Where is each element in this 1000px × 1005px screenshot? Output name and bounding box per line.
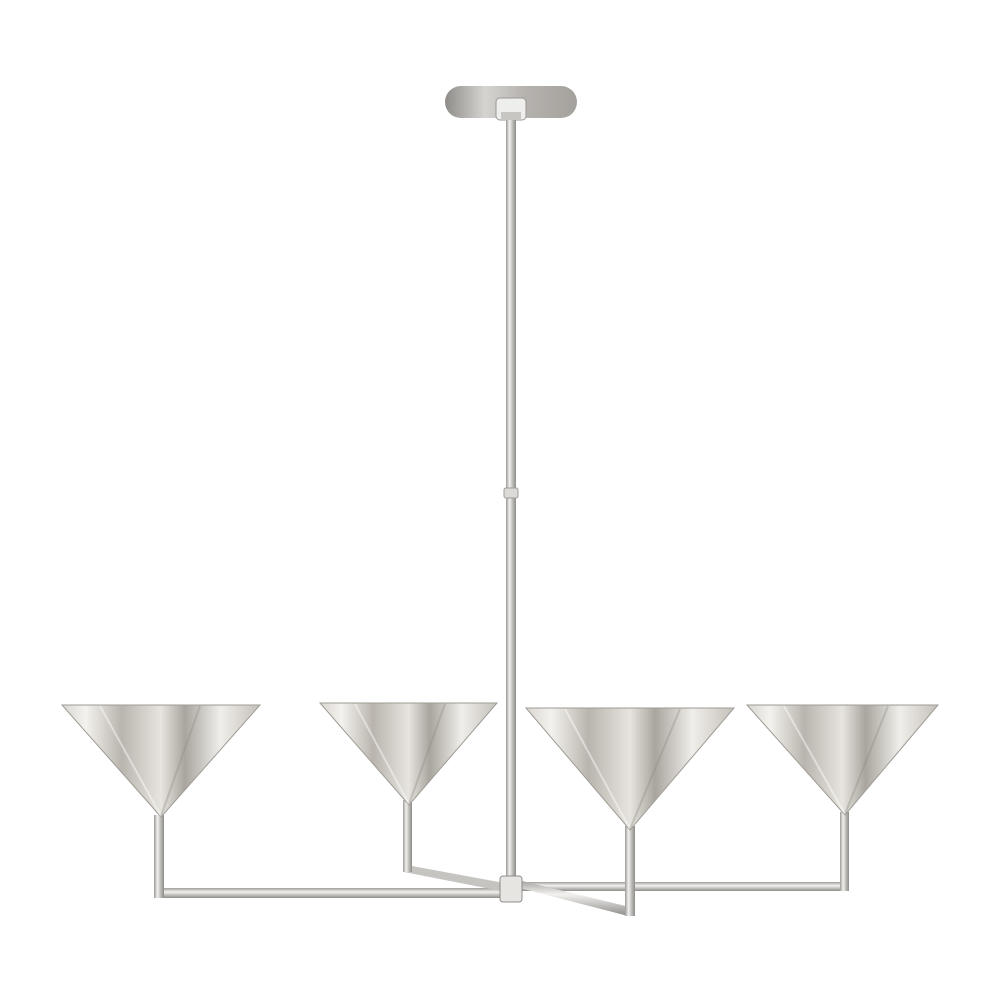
- shade-4: [745, 704, 940, 816]
- arms: [154, 800, 849, 916]
- shade-2: [318, 702, 499, 806]
- shade-3: [524, 707, 736, 831]
- shade-1: [60, 704, 262, 818]
- down-rod: [503, 120, 519, 880]
- ceiling-canopy: [445, 86, 577, 121]
